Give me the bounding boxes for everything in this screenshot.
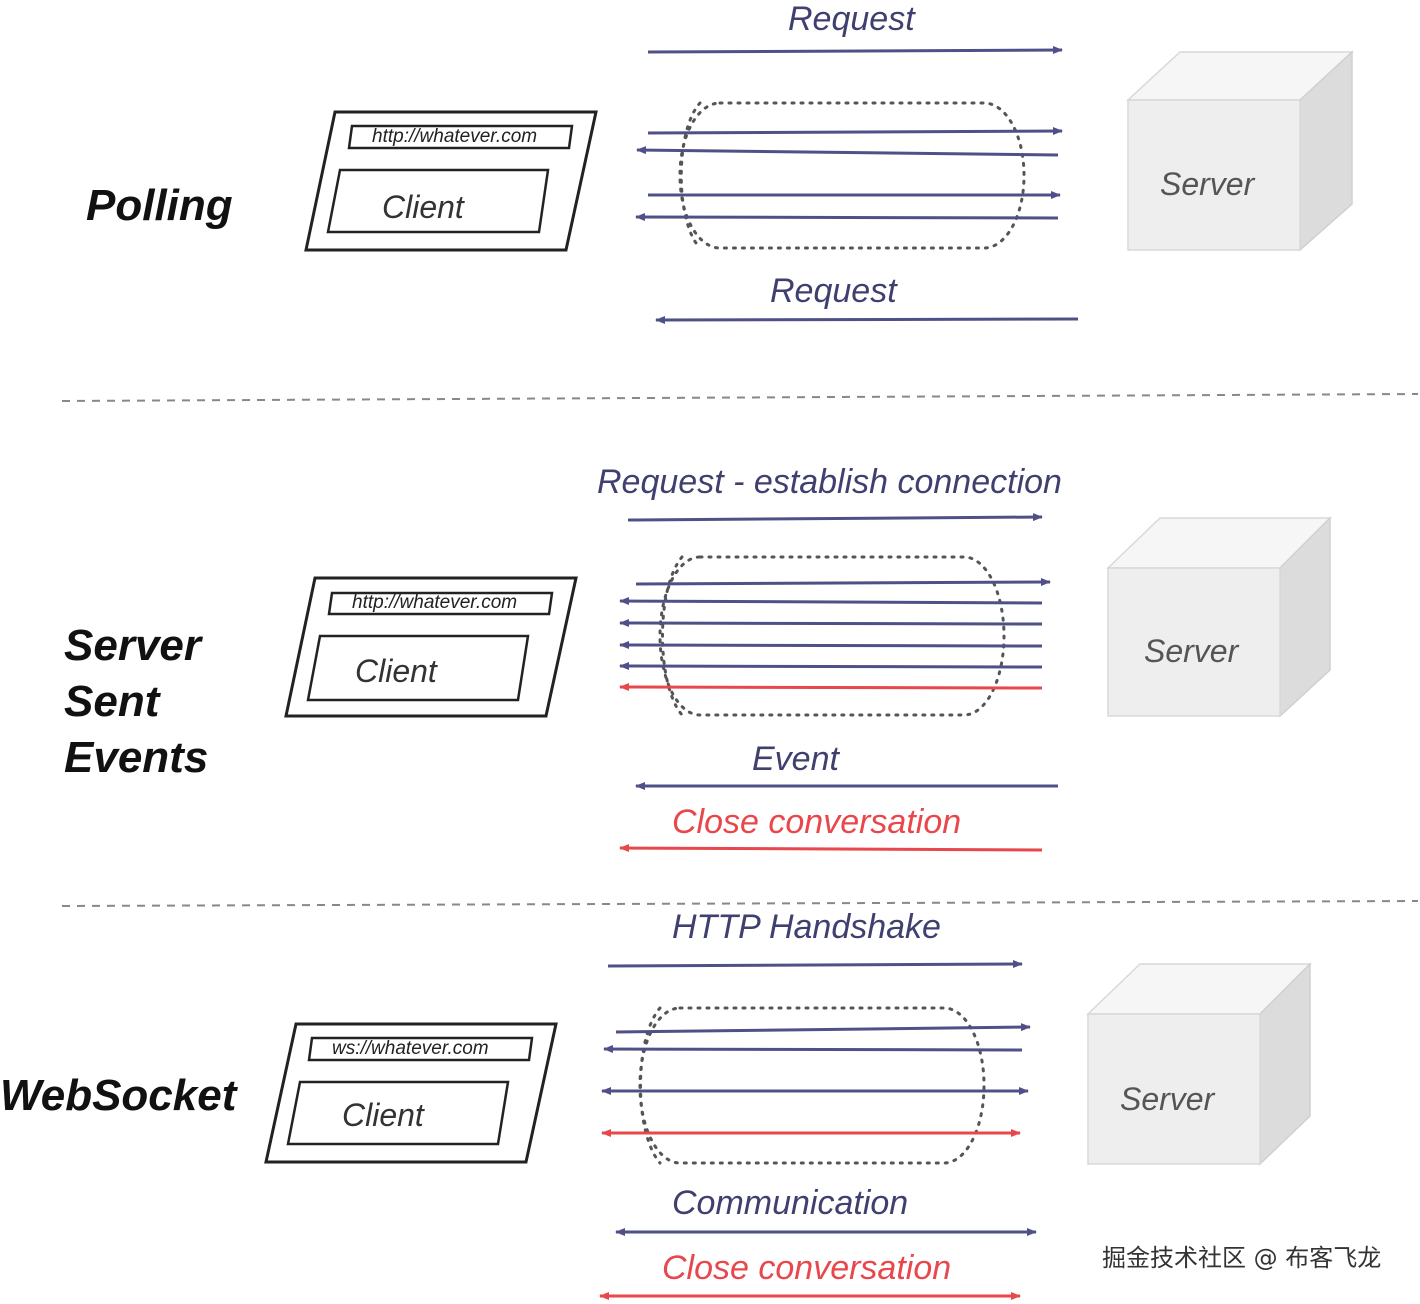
websocket-arrow-2 bbox=[603, 1045, 1023, 1054]
polling-title: Polling bbox=[86, 181, 233, 230]
sse-tunnel bbox=[658, 555, 1006, 717]
sse-arrow-close-inner bbox=[619, 683, 1043, 692]
websocket-arrow-handshake bbox=[607, 960, 1023, 969]
sse-arrow-1 bbox=[635, 578, 1051, 587]
sse-arrow-establish bbox=[627, 513, 1043, 522]
polling-url-text: http://whatever.com bbox=[372, 126, 537, 147]
polling-section: Polling http://whatever.com Client Serve… bbox=[86, 0, 1354, 324]
websocket-tunnel bbox=[638, 1006, 986, 1165]
polling-client-box bbox=[326, 168, 550, 234]
sse-label-event: Event bbox=[752, 740, 840, 778]
sse-client-browser: http://whatever.com Client bbox=[284, 576, 578, 718]
polling-server-label: Server bbox=[1160, 166, 1256, 202]
sse-server-label: Server bbox=[1144, 633, 1240, 669]
sse-title-line-3: Events bbox=[64, 733, 208, 782]
watermark: 掘金技术社区 @ 布客飞龙 bbox=[1102, 1244, 1381, 1272]
websocket-url-bar bbox=[307, 1036, 534, 1062]
sse-arrow-5 bbox=[619, 662, 1043, 671]
polling-arrow-4 bbox=[635, 213, 1059, 222]
websocket-label-comm: Communication bbox=[672, 1184, 908, 1222]
polling-arrow-response-bottom bbox=[655, 315, 1079, 324]
polling-arrow-1 bbox=[647, 127, 1063, 136]
websocket-client-browser: ws://whatever.com Client bbox=[264, 1022, 558, 1164]
sse-label-close: Close conversation bbox=[672, 803, 961, 841]
sse-client-label: Client bbox=[355, 653, 438, 689]
sse-title-line-2: Sent bbox=[64, 677, 162, 726]
sse-arrow-3 bbox=[619, 619, 1043, 628]
polling-client-browser: http://whatever.com Client bbox=[304, 110, 598, 252]
polling-server-cube: Server bbox=[1126, 50, 1354, 252]
sse-url-text: http://whatever.com bbox=[352, 592, 517, 613]
sse-arrow-2 bbox=[619, 597, 1043, 606]
polling-arrow-2 bbox=[636, 146, 1059, 157]
websocket-client-box bbox=[286, 1080, 510, 1146]
separator-2 bbox=[61, 900, 1419, 907]
sse-server-cube: Server bbox=[1106, 516, 1332, 718]
polling-arrow-request-top bbox=[647, 46, 1063, 55]
websocket-label-close: Close conversation bbox=[662, 1249, 951, 1287]
separator-1 bbox=[61, 393, 1419, 402]
polling-client-label: Client bbox=[382, 189, 465, 225]
polling-tunnel bbox=[678, 101, 1026, 250]
sse-client-box bbox=[306, 634, 530, 702]
sse-arrow-4 bbox=[619, 641, 1043, 650]
websocket-client-label: Client bbox=[342, 1097, 425, 1133]
websocket-url-text: ws://whatever.com bbox=[332, 1038, 489, 1059]
websocket-title: WebSocket bbox=[0, 1071, 239, 1120]
sse-label-top: Request - establish connection bbox=[597, 463, 1062, 501]
websocket-label-top: HTTP Handshake bbox=[672, 908, 941, 946]
websocket-server-cube: Server bbox=[1086, 962, 1312, 1166]
sse-title-line-1: Server bbox=[64, 621, 204, 670]
polling-label-bottom: Request bbox=[770, 272, 898, 310]
sse-url-bar bbox=[327, 591, 554, 616]
websocket-section: WebSocket ws://whatever.com Client Serve… bbox=[0, 908, 1312, 1300]
websocket-server-label: Server bbox=[1120, 1081, 1216, 1117]
polling-url-bar bbox=[347, 124, 574, 150]
sse-section: Server Sent Events http://whatever.com C… bbox=[64, 463, 1332, 853]
sse-arrow-close bbox=[619, 844, 1043, 853]
polling-label-top: Request bbox=[788, 0, 916, 38]
websocket-arrow-1 bbox=[615, 1023, 1031, 1034]
